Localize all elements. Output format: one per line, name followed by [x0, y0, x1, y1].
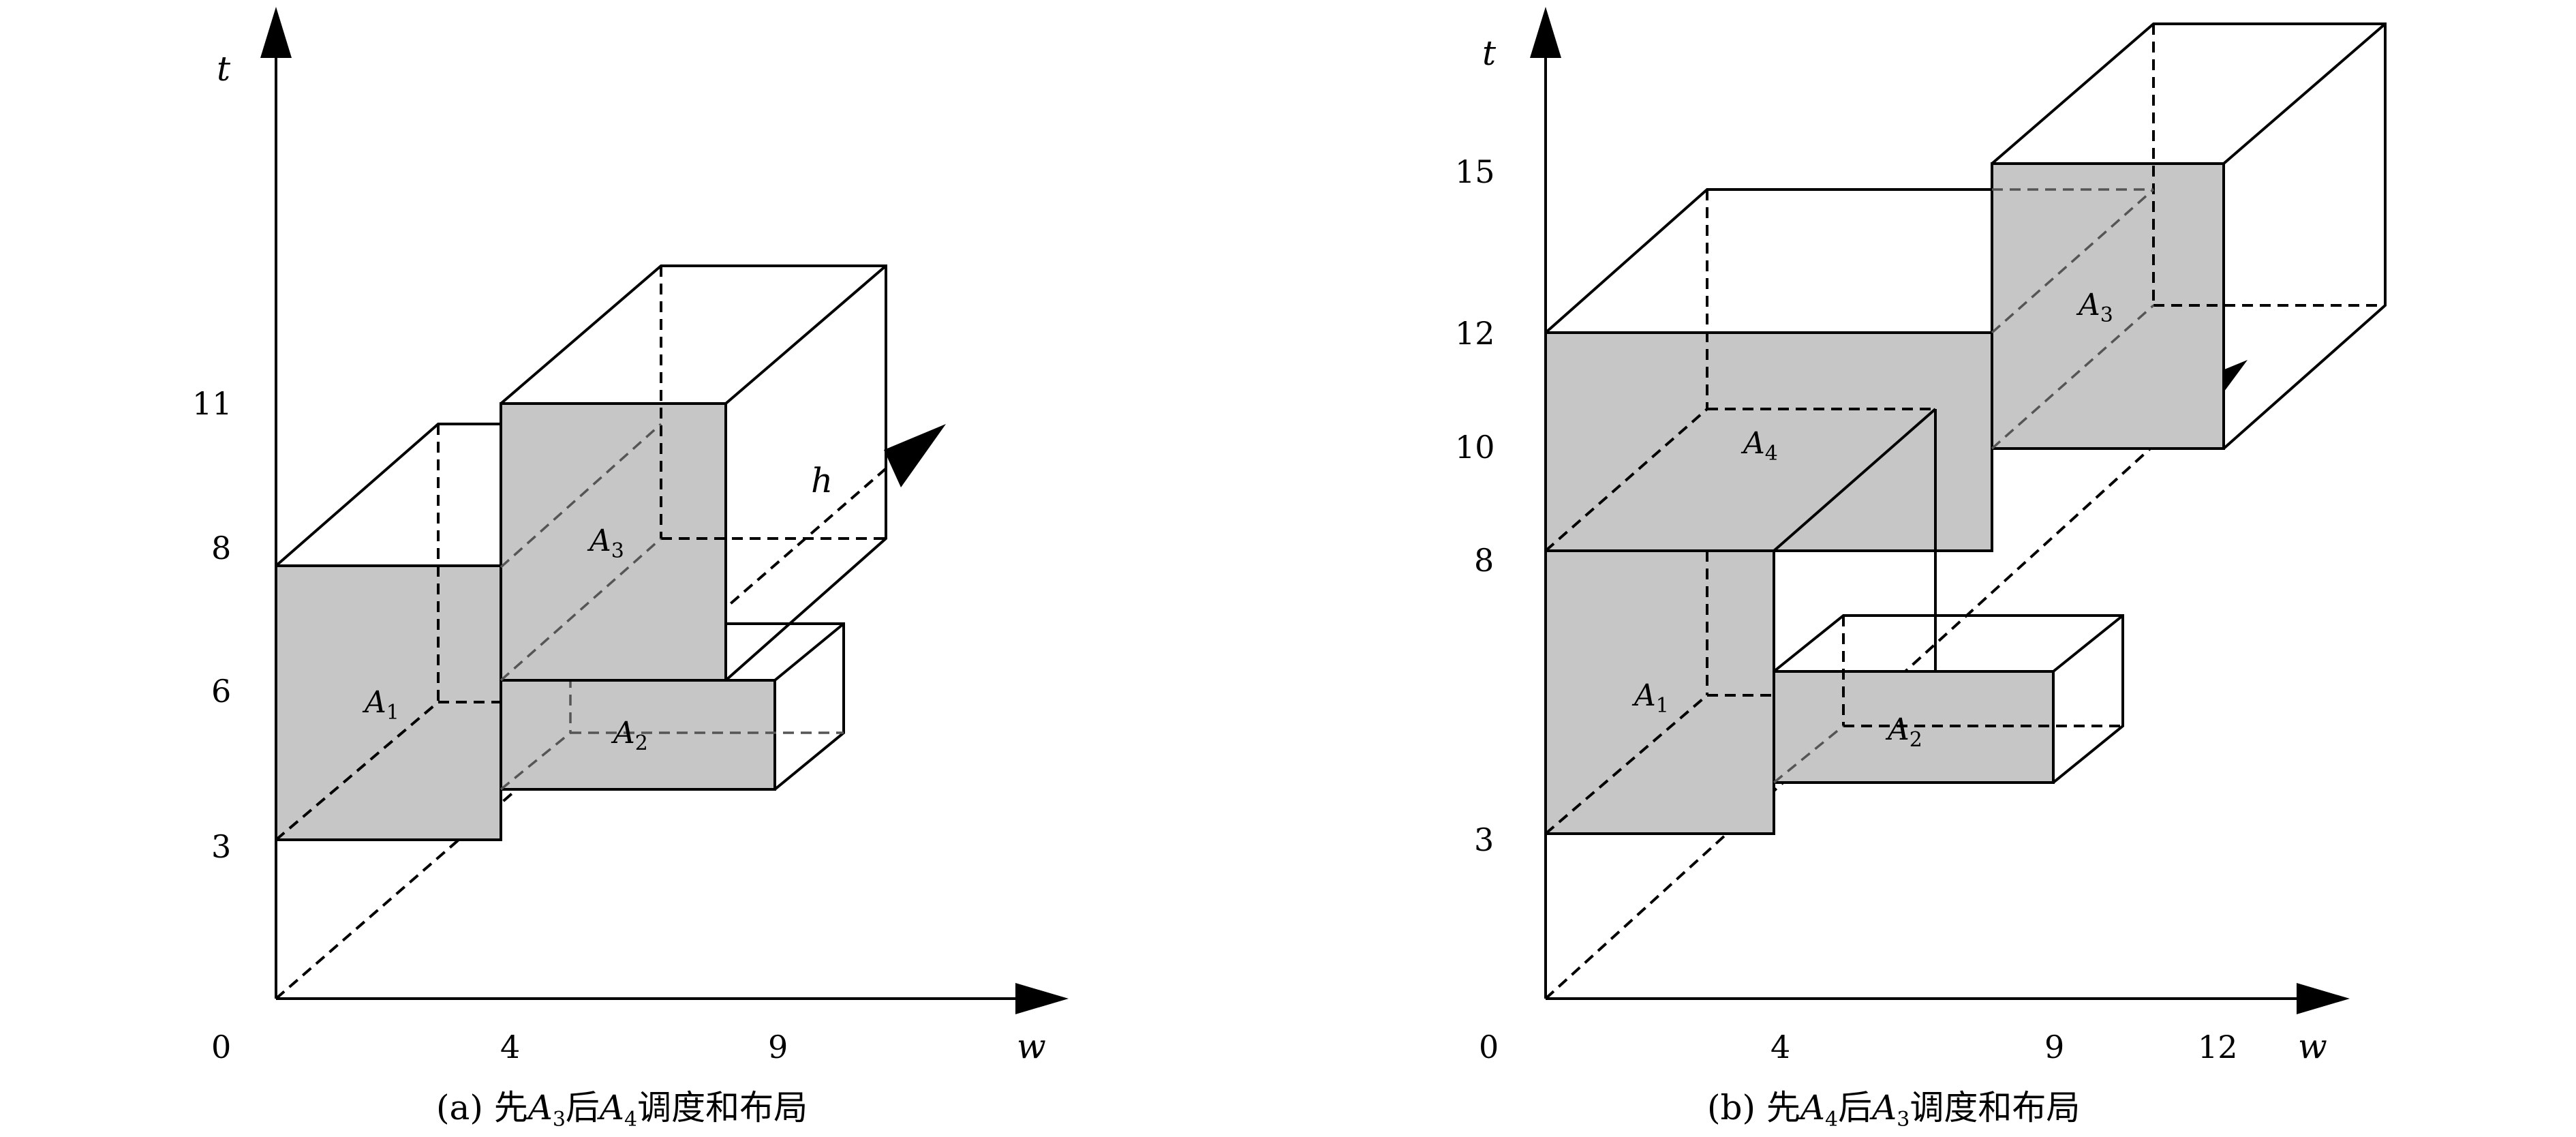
tick-w-b-9: 9	[2044, 1029, 2064, 1065]
tick-w-a-4: 4	[500, 1029, 520, 1065]
tick-t-b-15: 15	[1455, 153, 1495, 190]
w-axis-arrow-b	[2297, 983, 2350, 1014]
tick-t-b-12: 12	[1455, 315, 1495, 352]
block-label-a2-b: A2	[1885, 712, 1922, 752]
tick-t-a-11: 11	[192, 385, 232, 422]
tick-w-b-0: 0	[1479, 1029, 1499, 1065]
block-a3-b	[1991, 22, 2387, 450]
block-a3-a	[500, 264, 887, 682]
w-axis-arrow-a	[1015, 983, 1069, 1014]
block-label-a1-b: A1	[1631, 678, 1669, 718]
panel-b: t w h 3 8 10 12 15 0 4 9 12	[1455, 7, 2387, 1132]
tick-t-b-10: 10	[1455, 429, 1495, 466]
block-a2-b	[1773, 614, 2124, 784]
axis-label-w-b: w	[2298, 1027, 2327, 1066]
axis-label-h-a: h	[811, 461, 833, 500]
tick-w-a-9: 9	[768, 1029, 788, 1065]
tick-w-b-4: 4	[1770, 1029, 1790, 1065]
tick-w-b-12: 12	[2198, 1029, 2238, 1065]
t-axis-arrow-b	[1530, 7, 1561, 58]
block-label-a3-b: A3	[2076, 288, 2113, 327]
panel-a: t w h 3 6 8 11 0 4 9	[192, 7, 1069, 1132]
tick-w-a-0: 0	[211, 1029, 231, 1065]
caption-a: (a) 先A3后A4调度和布局	[436, 1088, 808, 1132]
block-label-a1-a: A1	[362, 685, 399, 725]
axis-label-t-a: t	[217, 49, 231, 89]
tick-t-b-3: 3	[1474, 821, 1494, 858]
axis-label-w-a: w	[1017, 1027, 1046, 1066]
t-axis-arrow-a	[260, 7, 292, 58]
tick-t-b-8: 8	[1474, 542, 1494, 579]
block-label-a2-a: A2	[611, 716, 648, 755]
tick-t-a-3: 3	[211, 828, 231, 865]
block-a2-a	[500, 622, 845, 791]
caption-b: (b) 先A4后A3调度和布局	[1707, 1088, 2080, 1132]
block-a1-a	[275, 423, 661, 841]
axis-label-t-b: t	[1482, 33, 1497, 73]
tick-t-a-6: 6	[211, 673, 231, 710]
h-axis-arrow-a	[884, 424, 946, 487]
tick-t-a-8: 8	[211, 530, 231, 566]
block-label-a4-b: A4	[1741, 426, 1778, 466]
block-label-a3-a: A3	[587, 524, 624, 563]
